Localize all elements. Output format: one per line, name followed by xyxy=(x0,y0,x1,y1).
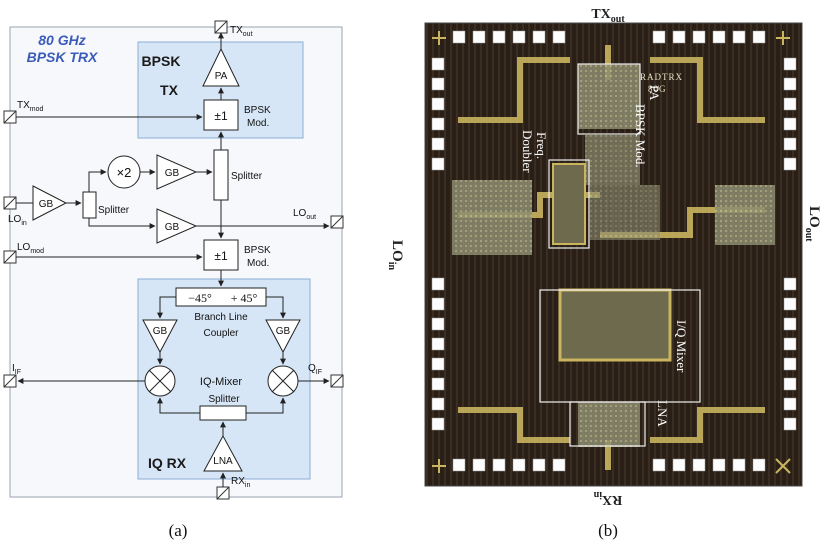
chip-label-rx-in: RXin xyxy=(593,489,622,507)
port-tx-mod: TXmod xyxy=(3,100,44,124)
chip-label-iq-mixer: I/Q Mixer xyxy=(674,320,689,373)
panel-a-block-diagram: 80 GHz BPSK TRX BPSK TX IQ RX TXout TXmo… xyxy=(3,20,344,540)
pa-triangle: PA xyxy=(202,47,240,87)
mixer-core xyxy=(558,288,672,362)
bpsk-top-label2: Mod. xyxy=(247,118,269,129)
port-rx-in: RXin xyxy=(216,476,250,500)
svg-text:RXin: RXin xyxy=(231,476,250,489)
lna-triangle: LNA xyxy=(203,434,243,472)
tx-block-title1: BPSK xyxy=(142,53,181,69)
gb-lo-out: GB xyxy=(156,208,198,244)
outline-boxes xyxy=(539,63,701,447)
panel-b-chip-photo: TXout xyxy=(386,7,820,540)
panel-a-title-line1: 80 GHz xyxy=(38,32,85,48)
coupler-label2: Coupler xyxy=(203,328,239,339)
svg-text:GB: GB xyxy=(165,222,180,233)
coupler-label1: Branch Line xyxy=(194,312,248,323)
port-i-if: IIF xyxy=(3,363,21,388)
chip-id-2: 80G xyxy=(648,84,667,94)
svg-text:IIF: IIF xyxy=(12,363,21,376)
bpsk-mod-mid xyxy=(203,239,239,271)
bpsk-mid-label2: Mod. xyxy=(247,258,269,269)
splitter-left xyxy=(82,191,97,219)
bpsk-top-label1: BPSK xyxy=(244,105,271,116)
chip-label-lo-out: LOout xyxy=(803,206,820,242)
svg-text:PA: PA xyxy=(215,71,228,82)
lna-block xyxy=(578,402,640,447)
bpsk-mid-label1: BPSK xyxy=(244,245,271,256)
rx-splitter-label: Splitter xyxy=(208,394,240,405)
svg-text:LOmod: LOmod xyxy=(17,242,44,255)
center-block xyxy=(590,185,660,240)
coupler-phase-pos: + 45° xyxy=(231,291,258,305)
port-q-if: QIF xyxy=(308,363,344,388)
chip-label-bpsk: BPSK Mod. xyxy=(633,104,648,168)
pa-block xyxy=(578,64,640,129)
iq-mixer-label: IQ-Mixer xyxy=(200,376,243,388)
svg-text:×2: ×2 xyxy=(117,165,132,180)
gb-rx-right: GB xyxy=(265,319,301,354)
chip-id-1: RADTRX xyxy=(640,72,683,82)
svg-text:TXout: TXout xyxy=(230,25,253,38)
mixer-i xyxy=(144,365,176,397)
lo-in-block xyxy=(452,180,532,255)
port-lo-mod: LOmod xyxy=(3,242,44,264)
chip-label-doubler: Doubler xyxy=(520,130,535,173)
mixer-q xyxy=(267,365,299,397)
svg-text:LOout: LOout xyxy=(293,208,316,221)
port-tx-out: TXout xyxy=(214,20,253,38)
port-lo-out: LOout xyxy=(293,208,344,229)
svg-text:GB: GB xyxy=(153,326,168,337)
svg-text:LOin: LOin xyxy=(8,214,27,227)
doubler-block xyxy=(552,163,586,245)
gb-rx-left: GB xyxy=(142,319,178,354)
svg-text:GB: GB xyxy=(39,199,54,210)
bpsk-top-symbol: ±1 xyxy=(214,109,228,123)
svg-text:GB: GB xyxy=(276,326,291,337)
bpsk-block xyxy=(585,135,640,185)
splitter-right xyxy=(213,149,229,201)
chip-label-tx-out: TXout xyxy=(591,7,625,25)
coupler-phase-neg: −45° xyxy=(188,291,212,305)
svg-text:QIF: QIF xyxy=(308,363,322,376)
splitter-right-label: Splitter xyxy=(231,171,263,182)
lo-out-block xyxy=(715,185,775,245)
panel-a-caption: (a) xyxy=(169,521,188,540)
svg-text:LNA: LNA xyxy=(213,456,233,467)
svg-text:TXmod: TXmod xyxy=(17,100,44,113)
rx-block-title: IQ RX xyxy=(148,455,187,471)
chip-label-lo-in: LOin xyxy=(386,240,405,270)
chip-label-lna: LNA xyxy=(655,400,670,427)
rx-splitter xyxy=(199,405,247,421)
splitter-left-label: Splitter xyxy=(98,205,130,216)
bpsk-mid-symbol: ±1 xyxy=(214,249,228,263)
chip-label-freq: Freq. xyxy=(534,132,549,159)
panel-a-title-line2: BPSK TRX xyxy=(27,49,99,65)
panel-b-caption: (b) xyxy=(598,521,618,540)
bond-pads xyxy=(431,30,797,472)
gb-lo-in: GB xyxy=(32,185,68,221)
chip-label-pa: PA xyxy=(647,85,662,101)
gb-doubler: GB xyxy=(156,154,198,190)
tx-block-title2: TX xyxy=(160,82,179,98)
svg-text:GB: GB xyxy=(165,168,180,179)
corner-marks xyxy=(432,31,791,474)
